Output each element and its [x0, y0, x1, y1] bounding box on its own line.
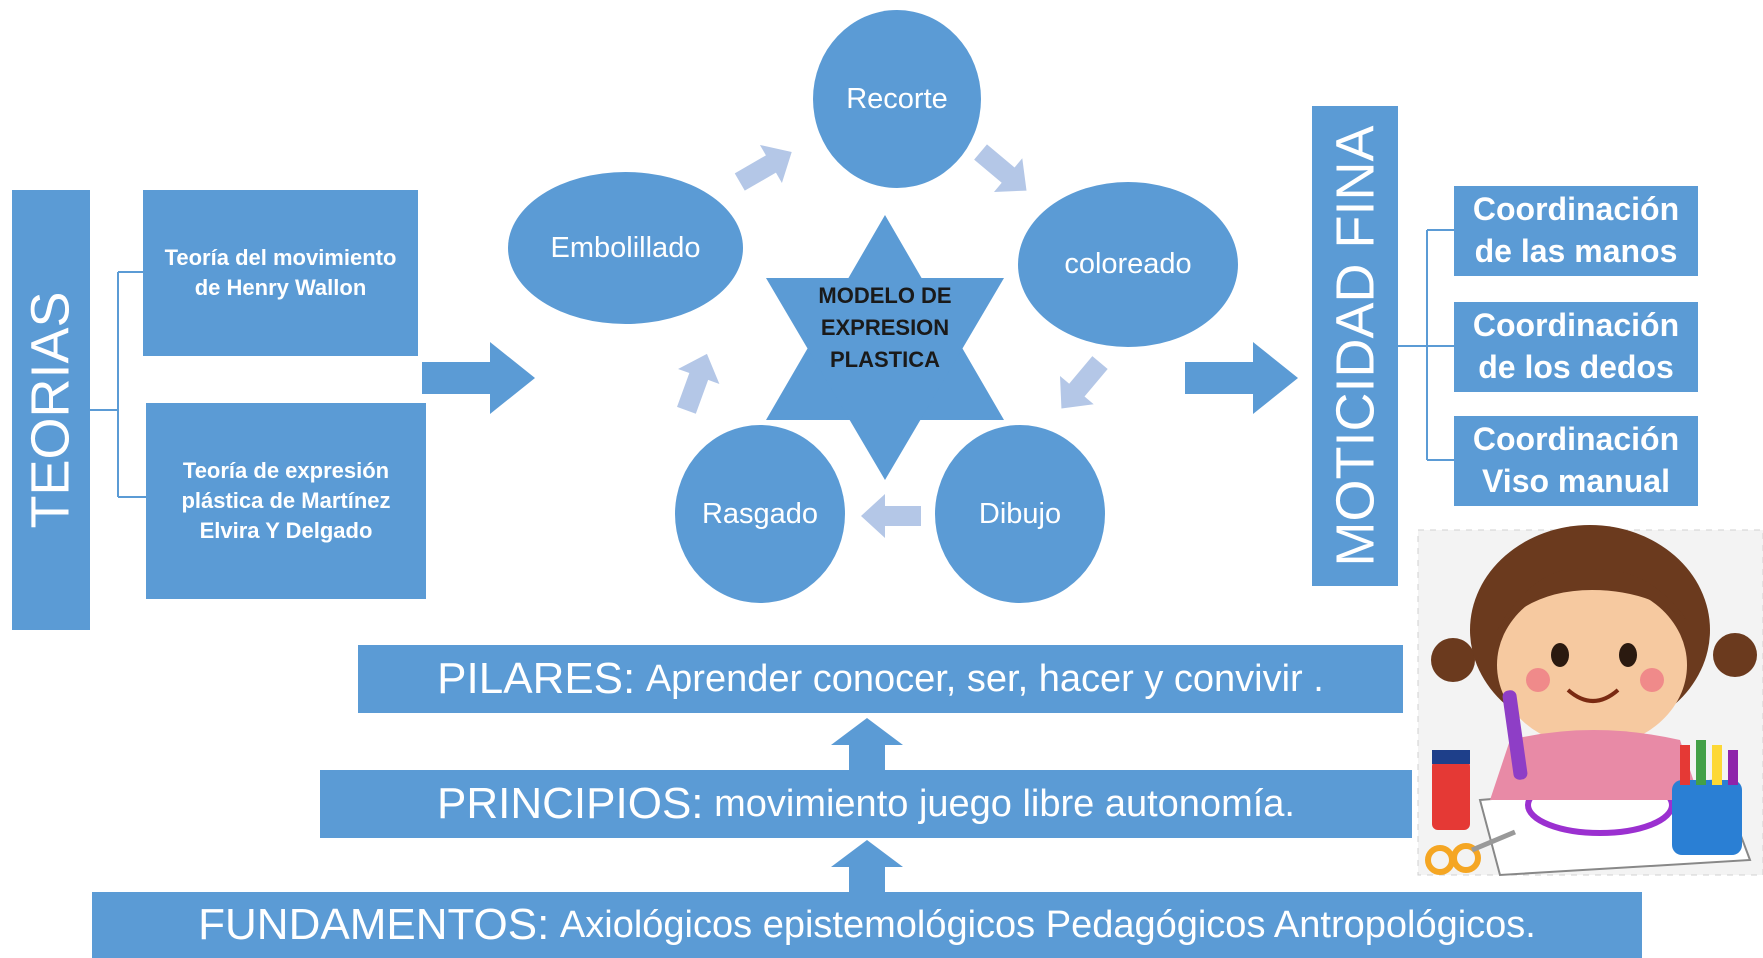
- coord-visual-manual-text: Coordinación Viso manual: [1472, 421, 1680, 499]
- step-recorte: Recorte: [813, 10, 981, 188]
- pilares-label: PILARES:: [437, 654, 636, 703]
- step-coloreado: coloreado: [1018, 182, 1238, 347]
- principios-bar: PRINCIPIOS: movimiento juego libre auton…: [320, 770, 1412, 838]
- coord-hands-text: Coordinación de las manos: [1472, 191, 1680, 269]
- theory-box-martinez: Teoría de expresión plástica de Martínez…: [146, 403, 426, 599]
- motricity-title-bar: MOTICIDAD FINA: [1312, 106, 1398, 586]
- theories-title: TEORIAS: [21, 291, 82, 529]
- arrow-to-motricity: [1185, 342, 1298, 414]
- cycle-arrow-3: [1060, 356, 1108, 409]
- fundamentos-text: Axiológicos epistemológicos Pedagógicos …: [559, 903, 1536, 946]
- motricity-bracket: [1398, 229, 1454, 461]
- cycle-arrow-1: [734, 144, 792, 191]
- step-recorte-label: Recorte: [846, 82, 948, 115]
- step-dibujo: Dibujo: [935, 425, 1105, 603]
- step-embolillado-label: Embolillado: [550, 231, 701, 264]
- coord-box-visual-manual: Coordinación Viso manual: [1454, 416, 1698, 506]
- model-center-label: MODELO DE EXPRESION PLASTICA: [818, 283, 952, 372]
- cycle-arrow-5: [677, 353, 720, 414]
- pilares-text: Aprender conocer, ser, hacer y convivir …: [645, 657, 1324, 700]
- principios-text: movimiento juego libre autonomía.: [714, 782, 1295, 825]
- up-arrow-2: [831, 840, 903, 892]
- theory-wallon-text: Teoría del movimiento de Henry Wallon: [164, 245, 397, 300]
- pilares-bar: PILARES: Aprender conocer, ser, hacer y …: [358, 645, 1403, 713]
- theory-martinez-text: Teoría de expresión plástica de Martínez…: [181, 458, 391, 543]
- step-coloreado-label: coloreado: [1064, 248, 1192, 280]
- theories-bracket: [90, 271, 146, 498]
- arrow-to-model: [422, 342, 535, 414]
- motricity-title: MOTICIDAD FINA: [1325, 125, 1385, 567]
- coord-box-hands: Coordinación de las manos: [1454, 186, 1698, 276]
- model-star: [766, 215, 1004, 480]
- step-dibujo-label: Dibujo: [978, 497, 1062, 530]
- step-rasgado: Rasgado: [675, 425, 845, 603]
- step-rasgado-label: Rasgado: [701, 497, 819, 530]
- cycle-arrow-4: [861, 494, 921, 538]
- child-drawing-illustration: [1417, 525, 1763, 877]
- coord-fingers-text: Coordinación de los dedos: [1472, 307, 1680, 385]
- step-embolillado: Embolillado: [508, 172, 743, 324]
- coord-box-fingers: Coordinación de los dedos: [1454, 302, 1698, 392]
- principios-label: PRINCIPIOS:: [437, 779, 704, 828]
- fundamentos-label: FUNDAMENTOS:: [198, 900, 550, 949]
- theories-title-bar: TEORIAS: [12, 190, 90, 630]
- theory-box-wallon: Teoría del movimiento de Henry Wallon: [143, 190, 418, 356]
- fundamentos-bar: FUNDAMENTOS: Axiológicos epistemológicos…: [92, 892, 1642, 958]
- up-arrow-1: [831, 718, 903, 770]
- cycle-arrow-2: [974, 144, 1027, 192]
